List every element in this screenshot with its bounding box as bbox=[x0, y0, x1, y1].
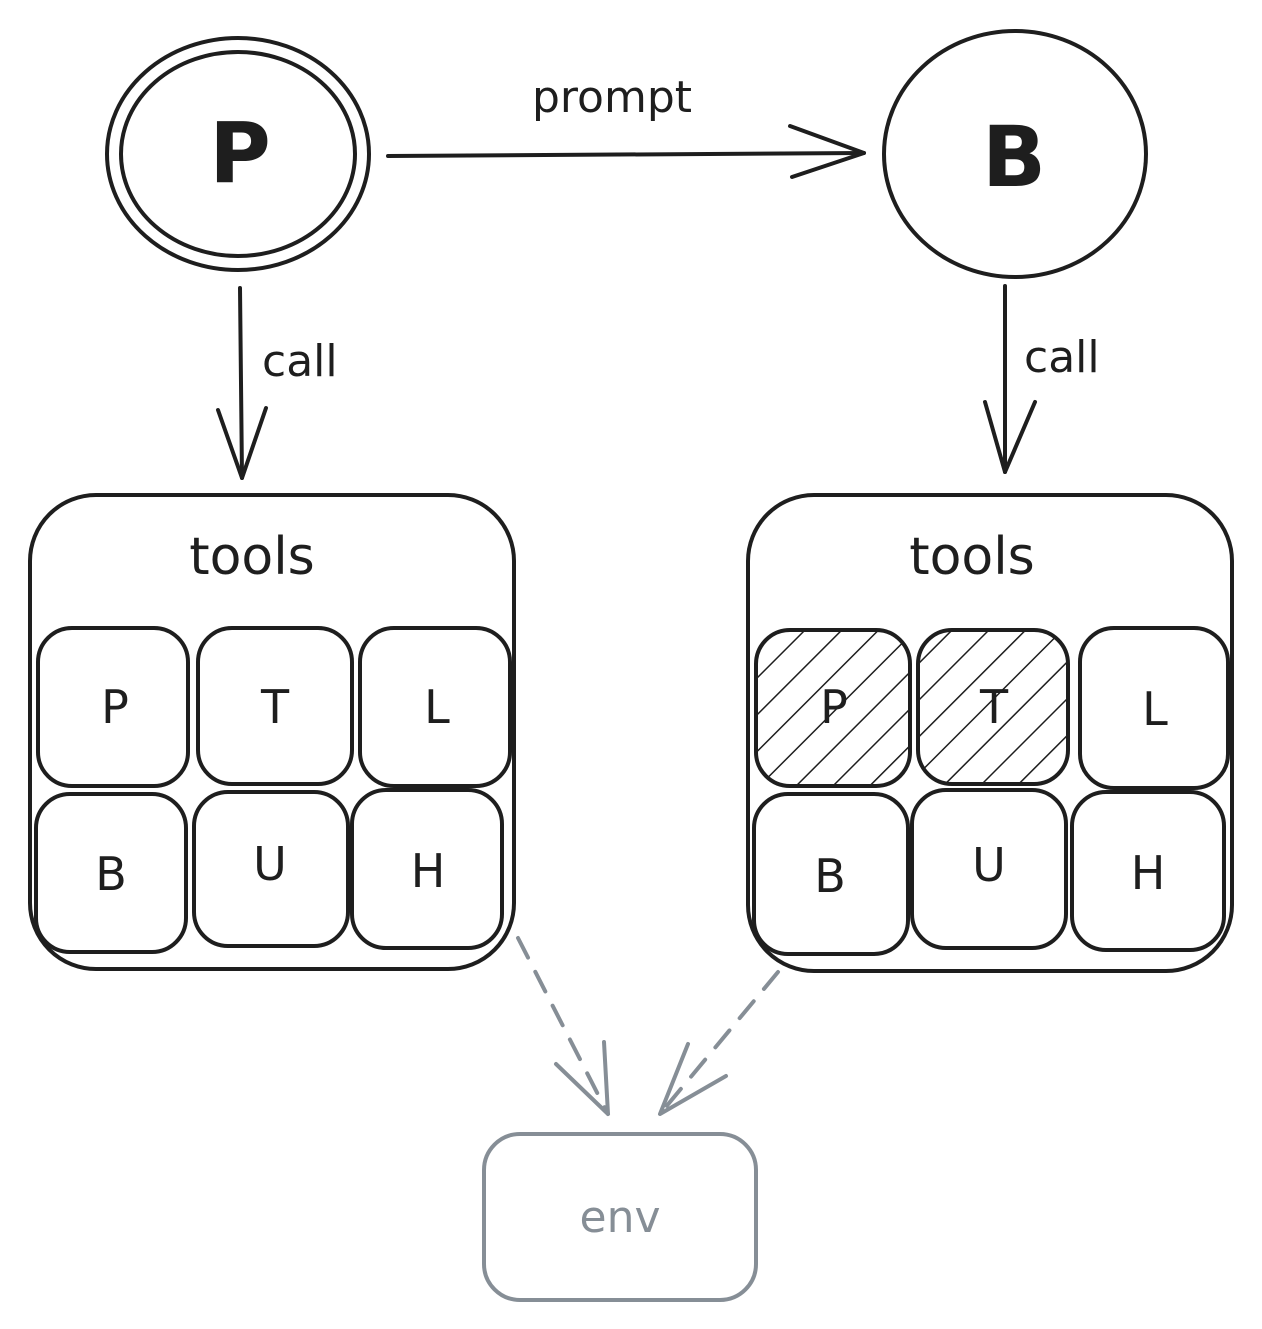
node-b[interactable]: B bbox=[882, 29, 1148, 279]
tool-key-frame bbox=[358, 626, 512, 788]
tool-key-frame bbox=[1078, 626, 1230, 790]
tool-key-t-disabled[interactable]: T bbox=[916, 628, 1070, 786]
node-p-inner-ring bbox=[119, 50, 357, 258]
tool-key-t[interactable]: T bbox=[196, 626, 354, 786]
tool-key-frame bbox=[754, 628, 912, 788]
env-arrow-right-head bbox=[658, 1042, 728, 1116]
tool-key-hatch bbox=[756, 630, 910, 786]
node-p-label: P bbox=[209, 104, 271, 202]
tool-key-l[interactable]: L bbox=[358, 626, 512, 788]
call-arrow-left-head bbox=[216, 406, 268, 480]
tool-key-frame bbox=[350, 788, 504, 950]
env-arrow-left-head bbox=[554, 1040, 610, 1116]
tool-key-u[interactable]: U bbox=[192, 790, 350, 948]
env-label: env bbox=[580, 1192, 661, 1243]
prompt-label: prompt bbox=[532, 72, 692, 123]
node-p[interactable]: P bbox=[105, 36, 371, 272]
tool-key-frame bbox=[1070, 790, 1226, 952]
prompt-arrow: prompt bbox=[386, 72, 866, 179]
prompt-arrow-head bbox=[788, 124, 866, 179]
call-arrow-left-shaft bbox=[238, 286, 244, 480]
tool-key-frame bbox=[196, 626, 354, 786]
tool-key-label: U bbox=[253, 837, 287, 891]
tool-key-p[interactable]: P bbox=[36, 626, 190, 788]
toolbox-left: tools P T L B U H bbox=[28, 493, 516, 971]
tool-key-b[interactable]: B bbox=[752, 792, 910, 956]
tool-key-h[interactable]: H bbox=[350, 788, 504, 950]
tool-key-frame bbox=[34, 792, 188, 954]
call-label-right: call bbox=[1024, 332, 1100, 383]
prompt-arrow-shaft bbox=[386, 151, 866, 158]
tool-key-hatch bbox=[918, 630, 1068, 784]
toolbox-right-frame bbox=[746, 493, 1234, 973]
tool-key-label: B bbox=[814, 849, 846, 903]
call-label-left: call bbox=[262, 336, 338, 387]
tool-key-h[interactable]: H bbox=[1070, 790, 1226, 952]
call-arrow-right: call bbox=[983, 284, 1100, 474]
toolbox-right-title: tools bbox=[909, 527, 1035, 587]
tool-key-label: L bbox=[424, 680, 450, 734]
env-box-frame bbox=[482, 1132, 758, 1302]
tool-key-b[interactable]: B bbox=[34, 792, 188, 954]
env-arrow-right bbox=[658, 970, 780, 1116]
toolbox-right: tools P T L B U H bbox=[746, 493, 1234, 973]
tool-key-label: T bbox=[979, 680, 1009, 734]
tool-key-label: H bbox=[411, 844, 446, 898]
tool-key-l[interactable]: L bbox=[1078, 626, 1230, 790]
env-arrow-right-shaft bbox=[658, 970, 780, 1116]
toolbox-left-title: tools bbox=[189, 527, 315, 587]
env-box[interactable]: env bbox=[482, 1132, 758, 1302]
tool-key-label: P bbox=[820, 680, 848, 734]
tool-key-frame bbox=[36, 626, 190, 788]
node-p-outer-ring bbox=[105, 36, 371, 272]
tool-key-u[interactable]: U bbox=[910, 788, 1068, 950]
tool-key-label: L bbox=[1142, 682, 1168, 736]
tool-key-frame bbox=[752, 792, 910, 956]
node-b-label: B bbox=[982, 108, 1046, 206]
tool-key-label: P bbox=[101, 680, 129, 734]
tool-key-label: H bbox=[1131, 846, 1166, 900]
tool-key-label: B bbox=[95, 847, 127, 901]
tool-key-label: U bbox=[972, 838, 1006, 892]
env-arrow-left bbox=[516, 936, 610, 1116]
call-arrow-left: call bbox=[216, 286, 338, 480]
call-arrow-right-head bbox=[983, 400, 1037, 474]
tool-key-frame bbox=[192, 790, 350, 948]
toolbox-left-frame bbox=[28, 493, 516, 971]
env-arrow-left-shaft bbox=[516, 936, 610, 1116]
tool-key-p-disabled[interactable]: P bbox=[754, 628, 912, 788]
tool-key-label: T bbox=[260, 680, 290, 734]
tool-key-frame bbox=[910, 788, 1068, 950]
node-b-ring bbox=[882, 29, 1148, 279]
tool-key-frame bbox=[916, 628, 1070, 786]
